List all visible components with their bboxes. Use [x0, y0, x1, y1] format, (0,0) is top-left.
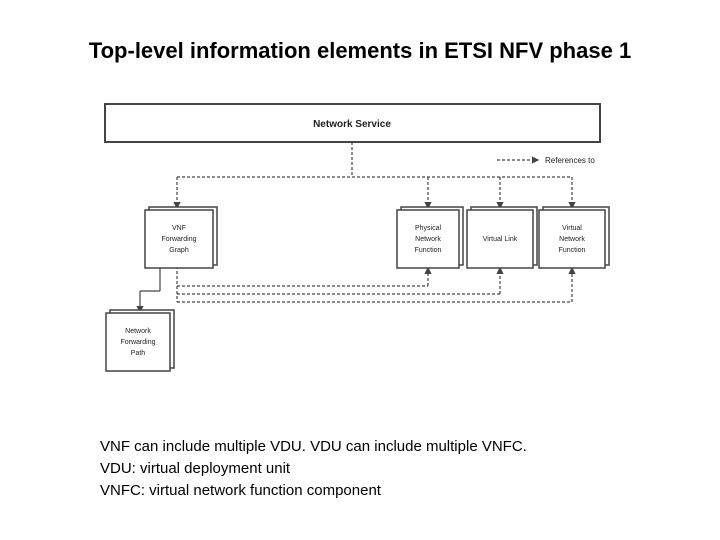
- slide-title: Top-level information elements in ETSI N…: [88, 38, 632, 63]
- network-service-label: Network Service: [313, 119, 391, 130]
- pnf-box: Physical Network Function: [396, 206, 464, 269]
- vnf-box: Virtual Network Function: [538, 206, 610, 269]
- note-line-1: VNF can include multiple VDU. VDU can in…: [100, 438, 527, 455]
- reference-lines: [173, 142, 576, 303]
- pnf-label-2: Network: [415, 236, 441, 243]
- vnf-label-1: Virtual: [562, 225, 582, 232]
- network-service-box: Network Service: [104, 103, 601, 143]
- pnf-label-1: Physical: [415, 225, 442, 232]
- vnffg-label-3: Graph: [169, 247, 189, 254]
- notes: VNF can include multiple VDU. VDU can in…: [100, 436, 527, 502]
- vnf-label-3: Function: [559, 247, 586, 254]
- nfp-label-1: Network: [125, 328, 151, 335]
- vnffg-label-1: VNF: [172, 225, 186, 232]
- composition-line: [136, 266, 161, 314]
- nfp-box: Network Forwarding Path: [105, 309, 175, 372]
- vnffg-box: VNF Forwarding Graph: [144, 206, 218, 269]
- nfp-label-3: Path: [131, 350, 146, 357]
- vnffg-label-2: Forwarding: [161, 236, 196, 243]
- vl-box: Virtual Link: [466, 206, 538, 269]
- pnf-label-3: Function: [415, 247, 442, 254]
- legend: References to: [497, 156, 595, 165]
- vnf-label-2: Network: [559, 236, 585, 243]
- vl-label: Virtual Link: [483, 236, 518, 243]
- nfp-label-2: Forwarding: [120, 339, 155, 346]
- note-line-3: VNFC: virtual network function component: [100, 482, 381, 499]
- note-line-2: VDU: virtual deployment unit: [100, 460, 291, 477]
- legend-label: References to: [545, 156, 595, 165]
